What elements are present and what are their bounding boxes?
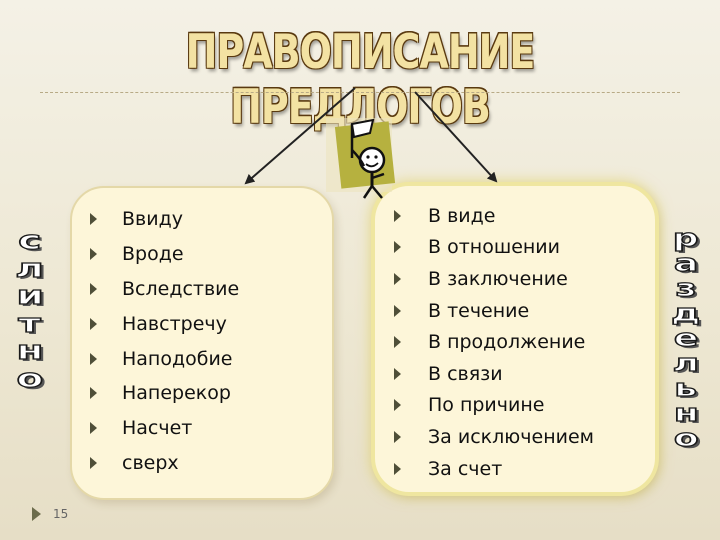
- list-item: Наподобие: [90, 341, 239, 376]
- stick-figure-with-flag-icon: [326, 118, 396, 199]
- triangle-bullet-icon: [394, 430, 401, 443]
- triangle-bullet-icon: [394, 462, 401, 475]
- letter: н: [16, 336, 45, 366]
- letter: д: [671, 299, 702, 327]
- page-number: 15: [53, 507, 69, 521]
- triangle-bullet-icon: [394, 272, 401, 285]
- letter: ь: [674, 374, 699, 402]
- letter: о: [16, 363, 45, 394]
- right-panel: [375, 186, 655, 492]
- left-panel: [70, 186, 334, 500]
- list-item: В течение: [394, 295, 594, 327]
- triangle-bullet-icon: [90, 387, 97, 400]
- triangle-bullet-icon: [90, 213, 97, 226]
- triangle-bullet-icon: [90, 456, 97, 469]
- list-item: В связи: [394, 358, 594, 390]
- list-item: В виде: [394, 200, 594, 232]
- letter: л: [15, 253, 45, 284]
- list-item: Наперекор: [90, 376, 239, 411]
- list-item-label: Навстречу: [122, 312, 227, 335]
- title-divider: [40, 92, 680, 93]
- list-item-label: За исключением: [428, 425, 594, 448]
- triangle-bullet-icon: [32, 507, 41, 521]
- list-item: В продолжение: [394, 326, 594, 358]
- arrow-to-right: [414, 91, 498, 183]
- list-item-label: В заключение: [428, 267, 568, 290]
- triangle-bullet-icon: [394, 304, 401, 317]
- list-item: Навстречу: [90, 306, 239, 341]
- letter: с: [18, 226, 43, 256]
- list-item: Насчет: [90, 411, 239, 446]
- left-vertical-word: с л и т н о: [8, 226, 52, 394]
- triangle-bullet-icon: [394, 399, 401, 412]
- list-item-label: Вроде: [122, 243, 184, 266]
- arrow-to-left: [244, 87, 356, 185]
- list-item: По причине: [394, 390, 594, 422]
- list-item-label: В течение: [428, 299, 530, 322]
- letter: о: [673, 424, 699, 452]
- list-item: За счет: [394, 453, 594, 485]
- list-item: За исключением: [394, 421, 594, 453]
- letter: и: [15, 281, 44, 311]
- list-item-label: Ввиду: [122, 208, 183, 231]
- list-item-label: Наперекор: [122, 382, 231, 405]
- triangle-bullet-icon: [394, 367, 401, 380]
- list-item-label: сверх: [122, 451, 179, 474]
- triangle-bullet-icon: [394, 336, 401, 349]
- list-item-label: За счет: [428, 457, 503, 480]
- list-item-label: В связи: [428, 362, 503, 385]
- page-footer: 15: [32, 507, 68, 521]
- right-list: В виде В отношении В заключение В течени…: [394, 200, 594, 484]
- triangle-bullet-icon: [394, 241, 401, 254]
- list-item: В отношении: [394, 232, 594, 264]
- letter: н: [673, 399, 700, 427]
- letter: з: [675, 274, 698, 302]
- list-item-label: Вследствие: [122, 277, 240, 300]
- list-item: В заключение: [394, 263, 594, 295]
- list-item-label: По причине: [428, 394, 545, 417]
- list-item: Ввиду: [90, 202, 239, 237]
- list-item-label: Насчет: [122, 417, 193, 440]
- page-title: ПРАВОПИСАНИЕ ПРЕДЛОГОВ: [185, 24, 536, 134]
- letter: р: [672, 224, 700, 252]
- triangle-bullet-icon: [90, 248, 97, 261]
- triangle-bullet-icon: [90, 422, 97, 435]
- triangle-bullet-icon: [90, 317, 97, 330]
- letter: е: [673, 324, 699, 352]
- list-item: сверх: [90, 446, 239, 481]
- right-vertical-word: р а з д е л ь н о: [664, 224, 708, 452]
- list-item-label: В отношении: [428, 236, 561, 259]
- list-item: Вследствие: [90, 272, 239, 307]
- list-item: Вроде: [90, 237, 239, 272]
- list-item-label: В виде: [428, 204, 496, 227]
- left-list: Ввиду Вроде Вследствие Навстречу Наподоб…: [90, 202, 239, 480]
- letter: л: [672, 349, 700, 377]
- triangle-bullet-icon: [90, 282, 97, 295]
- letter: т: [18, 308, 42, 339]
- letter: а: [673, 249, 699, 277]
- triangle-bullet-icon: [90, 352, 97, 365]
- list-item-label: В продолжение: [428, 331, 586, 354]
- triangle-bullet-icon: [394, 209, 401, 222]
- list-item-label: Наподобие: [122, 347, 233, 370]
